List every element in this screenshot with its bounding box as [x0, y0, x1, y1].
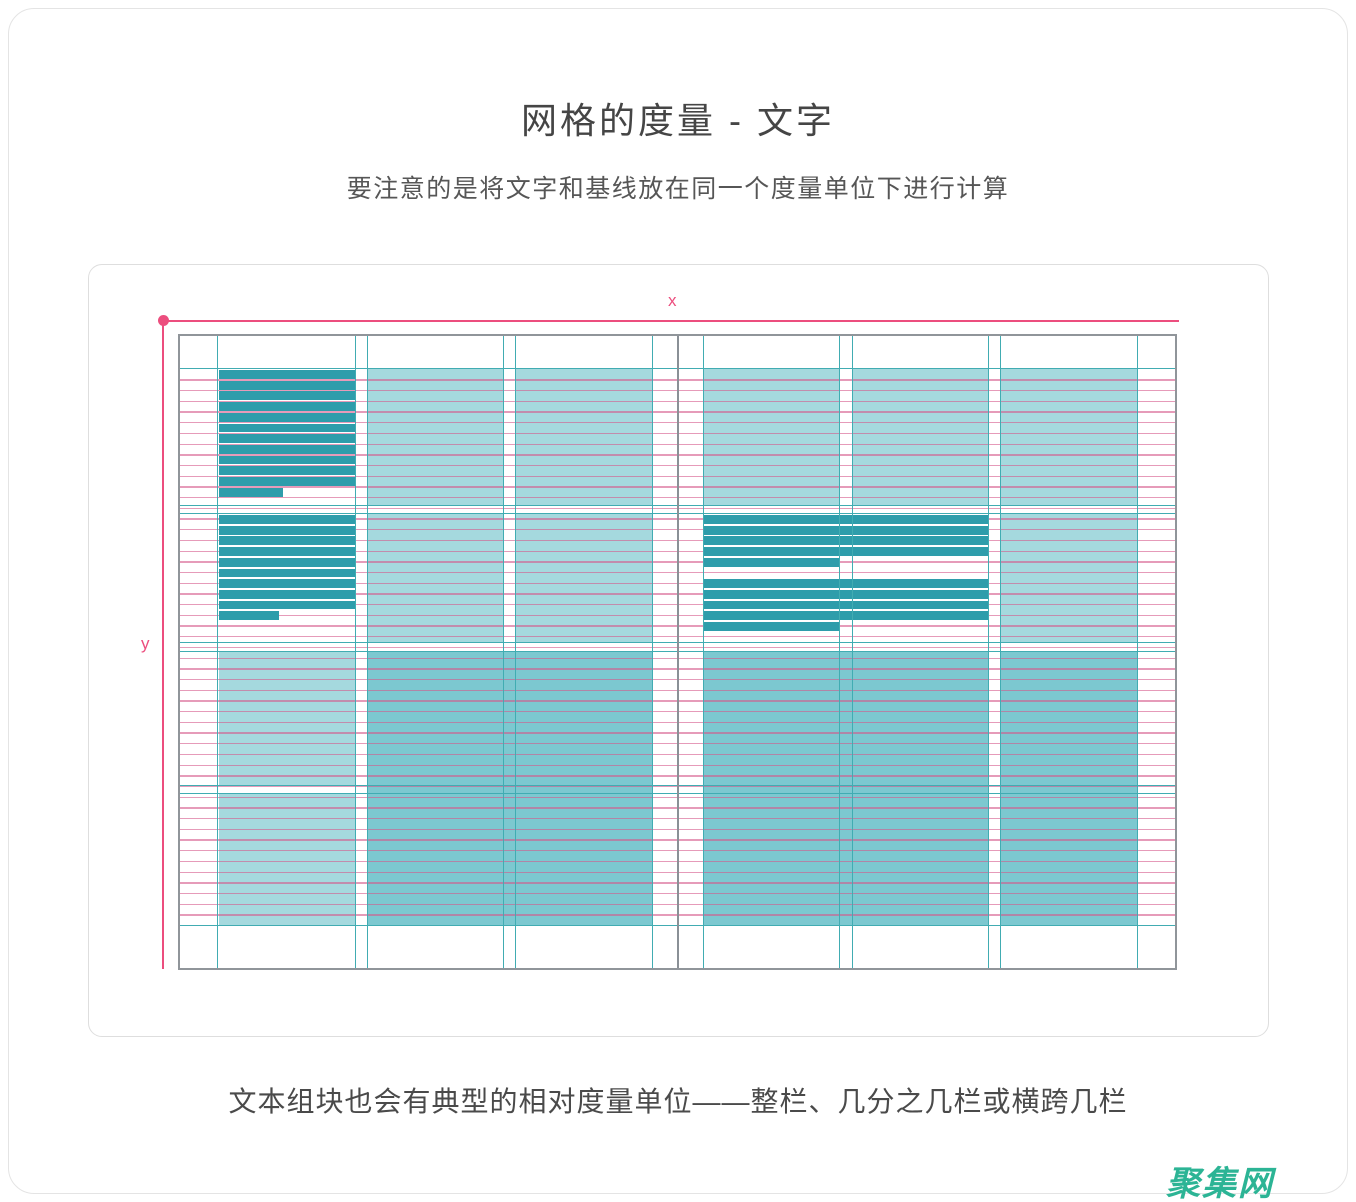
text-line-bar	[703, 525, 988, 535]
page-title: 网格的度量 - 文字	[521, 100, 835, 141]
text-line-bar	[219, 515, 355, 524]
text-line-bar	[219, 547, 355, 556]
watermark-logo: 聚集网	[1166, 1165, 1274, 1202]
column-guide-line	[988, 334, 990, 970]
column-guide-line	[652, 334, 654, 970]
column-guide-line	[1137, 334, 1139, 970]
text-line-bar	[219, 380, 355, 390]
column-guide-line	[355, 334, 357, 970]
column-fill	[219, 650, 355, 785]
column-guide-line	[217, 334, 219, 970]
text-line-bar	[703, 611, 988, 621]
text-line-bar	[703, 622, 839, 631]
column-fill	[703, 650, 988, 925]
text-line-bar	[219, 611, 279, 621]
text-line-bar	[219, 444, 355, 454]
center-divider-line	[677, 334, 679, 970]
text-line-bar	[219, 579, 355, 589]
text-line-bar	[219, 589, 355, 599]
column-fill	[367, 513, 503, 642]
y-axis-label: y	[141, 634, 150, 653]
text-line-bar	[219, 525, 355, 535]
y-axis-line	[162, 320, 164, 969]
text-line-bar	[219, 412, 355, 422]
column-fill	[219, 793, 355, 925]
text-line-bar	[219, 466, 355, 476]
column-fill	[703, 368, 839, 505]
text-line-bar	[219, 568, 355, 578]
text-line-bar	[219, 402, 355, 411]
text-line-bar	[219, 455, 355, 465]
text-line-bar	[703, 589, 988, 599]
column-guide-line	[515, 334, 517, 970]
column-fill	[367, 650, 652, 925]
column-fill	[1000, 368, 1137, 505]
text-line-bar	[703, 547, 988, 556]
text-line-bar	[219, 477, 355, 486]
column-fill	[1000, 650, 1137, 925]
column-fill	[1000, 513, 1137, 642]
outer-card-border	[8, 8, 1348, 1194]
column-fill	[515, 368, 652, 505]
page-subtitle: 要注意的是将文字和基线放在同一个度量单位下进行计算	[346, 175, 1010, 203]
text-line-bar	[703, 536, 988, 546]
column-fill	[367, 368, 503, 505]
text-line-bar	[703, 557, 839, 567]
column-fill	[852, 368, 988, 505]
text-line-bar	[703, 579, 988, 589]
text-line-bar	[219, 423, 355, 433]
text-line-bar	[219, 487, 283, 497]
layout-grid-diagram	[178, 334, 1177, 970]
column-guide-line	[703, 334, 705, 970]
text-line-bar	[703, 600, 988, 610]
column-guide-line	[1000, 334, 1002, 970]
text-line-bar	[703, 515, 988, 524]
bottom-caption: 文本组块也会有典型的相对度量单位——整栏、几分之几栏或横跨几栏	[228, 1086, 1128, 1117]
column-guide-line	[852, 334, 854, 970]
text-line-bar	[219, 434, 355, 444]
column-guide-line	[367, 334, 369, 970]
x-axis-line	[163, 320, 1179, 322]
column-guide-line	[839, 334, 841, 970]
x-axis-label: x	[668, 291, 677, 310]
column-guide-line	[503, 334, 505, 970]
column-fill	[515, 513, 652, 642]
text-line-bar	[219, 557, 355, 567]
text-line-bar	[219, 600, 355, 610]
text-line-bar	[219, 536, 355, 546]
text-line-bar	[219, 370, 355, 379]
text-line-bar	[219, 391, 355, 401]
